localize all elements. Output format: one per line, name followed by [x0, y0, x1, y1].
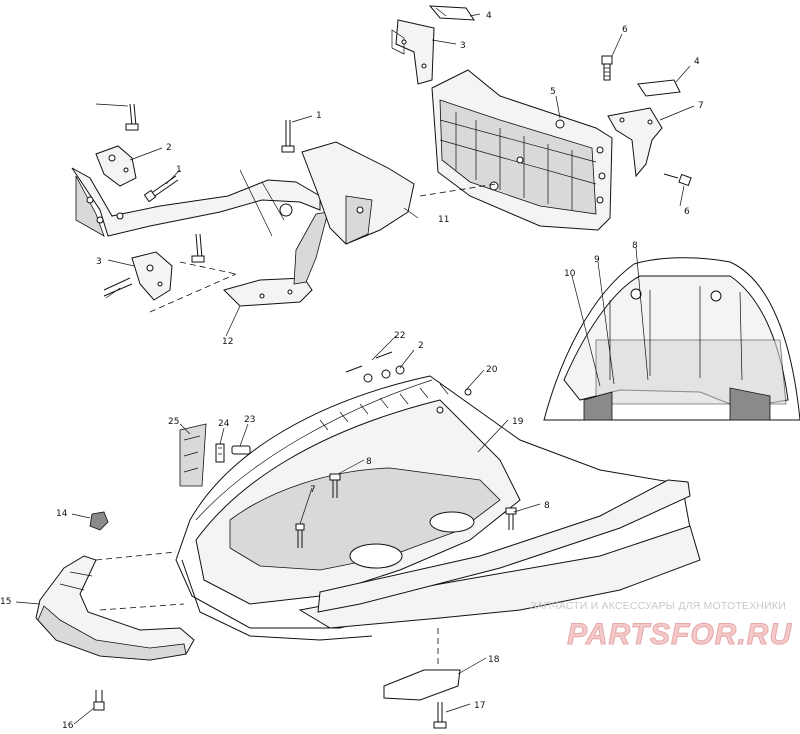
callout-23: 23	[244, 415, 255, 425]
callout-2-upper: 2	[166, 143, 172, 153]
callout-5: 5	[550, 87, 556, 97]
bolt-top-left	[125, 103, 139, 131]
nut-14	[89, 511, 109, 531]
bolt-8-right	[505, 507, 517, 530]
front-bumper	[35, 551, 195, 661]
callout-22: 22	[394, 331, 405, 341]
bolt-17	[433, 702, 447, 729]
callout-1-left: 1	[176, 165, 182, 175]
bracket-3-top	[391, 19, 435, 85]
bolt-1-left	[143, 175, 179, 203]
watermark: ЗАПЧАСТИ И АКСЕССУАРЫ ДЛЯ МОТОТЕХНИКИ PA…	[480, 600, 800, 652]
fastener-20	[436, 388, 472, 414]
bolt-1-upper	[281, 120, 295, 153]
skid-plate-18	[383, 628, 461, 701]
callout-20: 20	[486, 365, 498, 375]
callout-1-upper: 1	[316, 111, 322, 121]
side-rail-strip	[317, 479, 691, 613]
inset-nose-view	[543, 257, 800, 421]
bolt-low-left	[103, 277, 133, 297]
bolt-8-center	[329, 473, 341, 498]
front-cross-bracket	[419, 69, 613, 231]
callout-11: 11	[438, 215, 449, 225]
callout-7-center: 7	[310, 485, 316, 495]
callout-6-right: 6	[684, 207, 690, 217]
callout-9: 9	[594, 255, 600, 265]
callout-10: 10	[564, 269, 576, 279]
bolt-6-right	[663, 173, 692, 187]
callout-2-lower: 2	[418, 341, 424, 351]
clip-24	[215, 443, 225, 463]
decal-25	[179, 423, 207, 487]
callout-6-top: 6	[622, 25, 628, 35]
callout-7-right: 7	[698, 101, 704, 111]
callout-8-center: 8	[366, 457, 372, 467]
callout-17: 17	[474, 701, 485, 711]
hood-nose-pan	[175, 375, 701, 641]
callout-3-left: 3	[96, 257, 102, 267]
callout-8-inset: 8	[632, 241, 638, 251]
fasteners-22-21	[345, 351, 405, 383]
leader-lines	[15, 13, 695, 725]
plug-23	[231, 445, 251, 455]
watermark-tagline: ЗАПЧАСТИ И АКСЕССУАРЫ ДЛЯ МОТОТЕХНИКИ	[530, 600, 786, 612]
bracket-7-right	[607, 107, 663, 178]
bracket-3-left	[131, 251, 173, 301]
callout-16: 16	[62, 721, 74, 731]
callout-24: 24	[218, 419, 230, 429]
arm-11	[301, 141, 415, 245]
callout-12: 12	[222, 337, 233, 347]
callout-15: 15	[0, 597, 11, 607]
callout-3-top: 3	[460, 41, 466, 51]
plate-4-right	[637, 79, 681, 97]
callout-4-top: 4	[486, 11, 492, 21]
callout-18: 18	[488, 655, 500, 665]
bolt-mid-left	[191, 233, 205, 263]
bracket-12	[223, 211, 329, 307]
callout-14: 14	[56, 509, 68, 519]
callout-numbers: 4 3 6 4 5 7 6 1 2 1 3 11 12 10 9 8 22 2 …	[0, 11, 704, 731]
bracket-2	[95, 145, 137, 187]
left-frame-rail	[71, 167, 321, 237]
bolt-6-top	[601, 55, 613, 81]
bolt-16	[93, 690, 105, 711]
callout-8-right: 8	[544, 501, 550, 511]
plate-4-top	[428, 5, 475, 21]
callout-4-right: 4	[694, 57, 700, 67]
watermark-logo: PARTSFOR.RU	[567, 618, 792, 652]
callout-25: 25	[168, 417, 179, 427]
callout-19: 19	[512, 417, 524, 427]
nut-5	[555, 119, 565, 129]
